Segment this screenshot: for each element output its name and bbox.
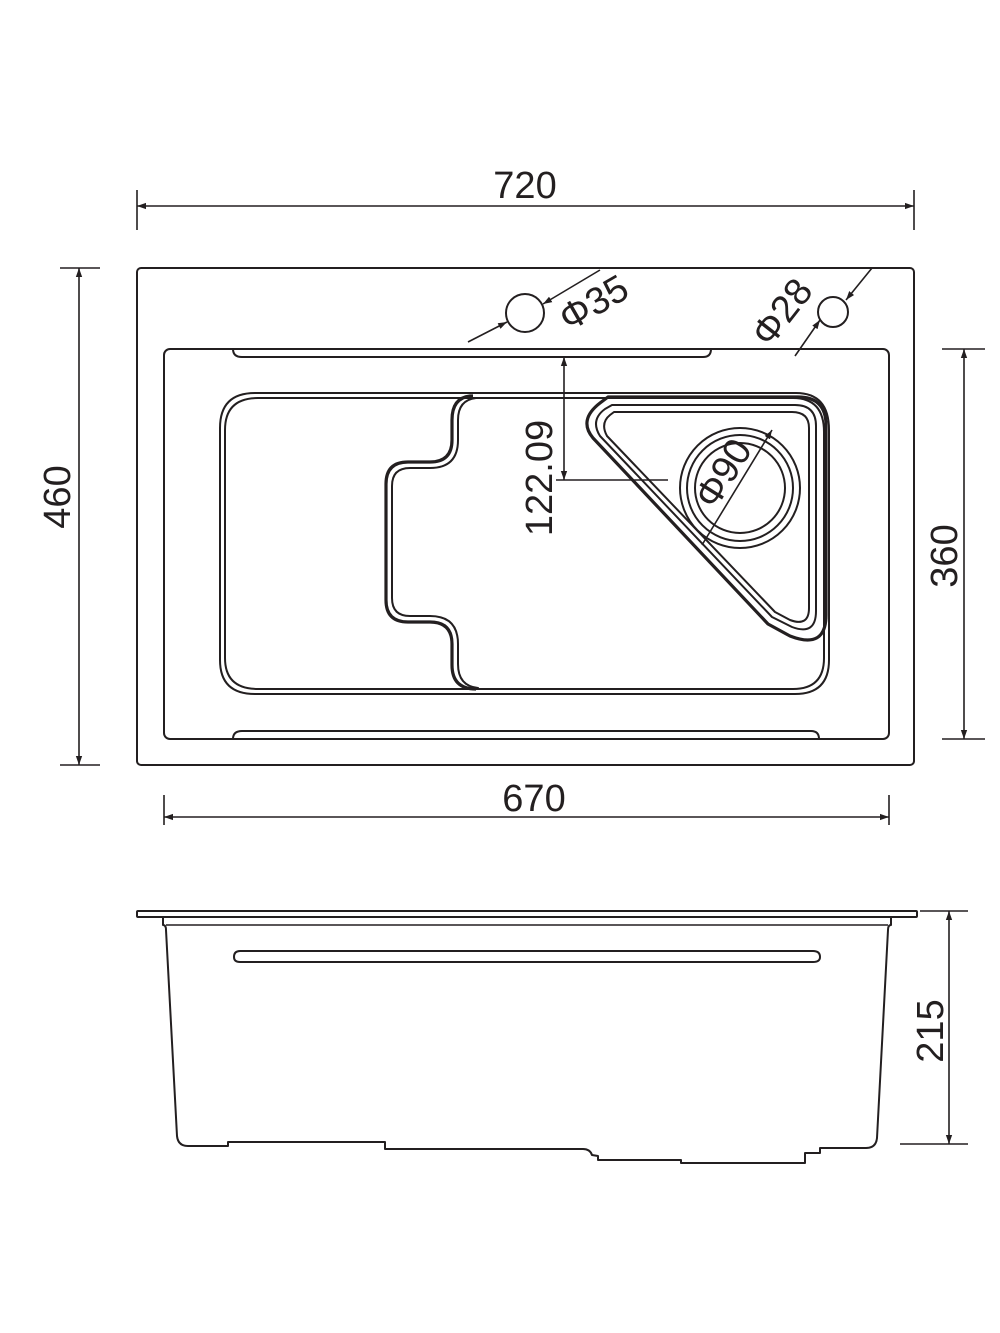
tap-hole-circle [505,293,545,333]
dim-122-label: 122.09 [519,420,561,536]
bowl-outline-inner [224,397,825,690]
side-view [136,910,968,1164]
drain-outer-circle [679,427,801,549]
top-view [136,267,915,766]
dim-phi35-label: Φ35 [552,267,636,340]
triangle-basin-inner [595,404,817,631]
bowl-outline [219,392,830,695]
sink-inner-rim [163,348,890,740]
triangle-basin-outer [585,395,828,642]
accessory-hole-circle [817,296,849,328]
side-bowl-body [162,916,892,1164]
dim-phi28-leader [794,319,821,357]
triangle-basin-inner2 [603,411,810,623]
dim-670-label: 670 [502,778,565,820]
dimension-lines [60,190,985,825]
drain-middle-circle [686,434,794,542]
drainboard-step [384,394,477,691]
side-ridge-groove [233,950,821,963]
dim-phi90-leader [701,429,773,546]
dim-phi35-leader [467,321,508,343]
side-rim-flange [136,910,918,918]
sink-outer-rim [136,267,915,766]
rim-ridge-bottom [232,730,820,740]
dim-360-label: 360 [924,524,966,587]
rim-ridge-top [232,348,712,358]
dim-215-label: 215 [910,999,952,1062]
dim-720-label: 720 [493,165,556,207]
drain-inner-circle [694,442,786,534]
dim-phi28-label: Φ28 [744,271,822,354]
drainboard-step-inner [391,397,479,689]
dim-460-label: 460 [37,465,79,528]
